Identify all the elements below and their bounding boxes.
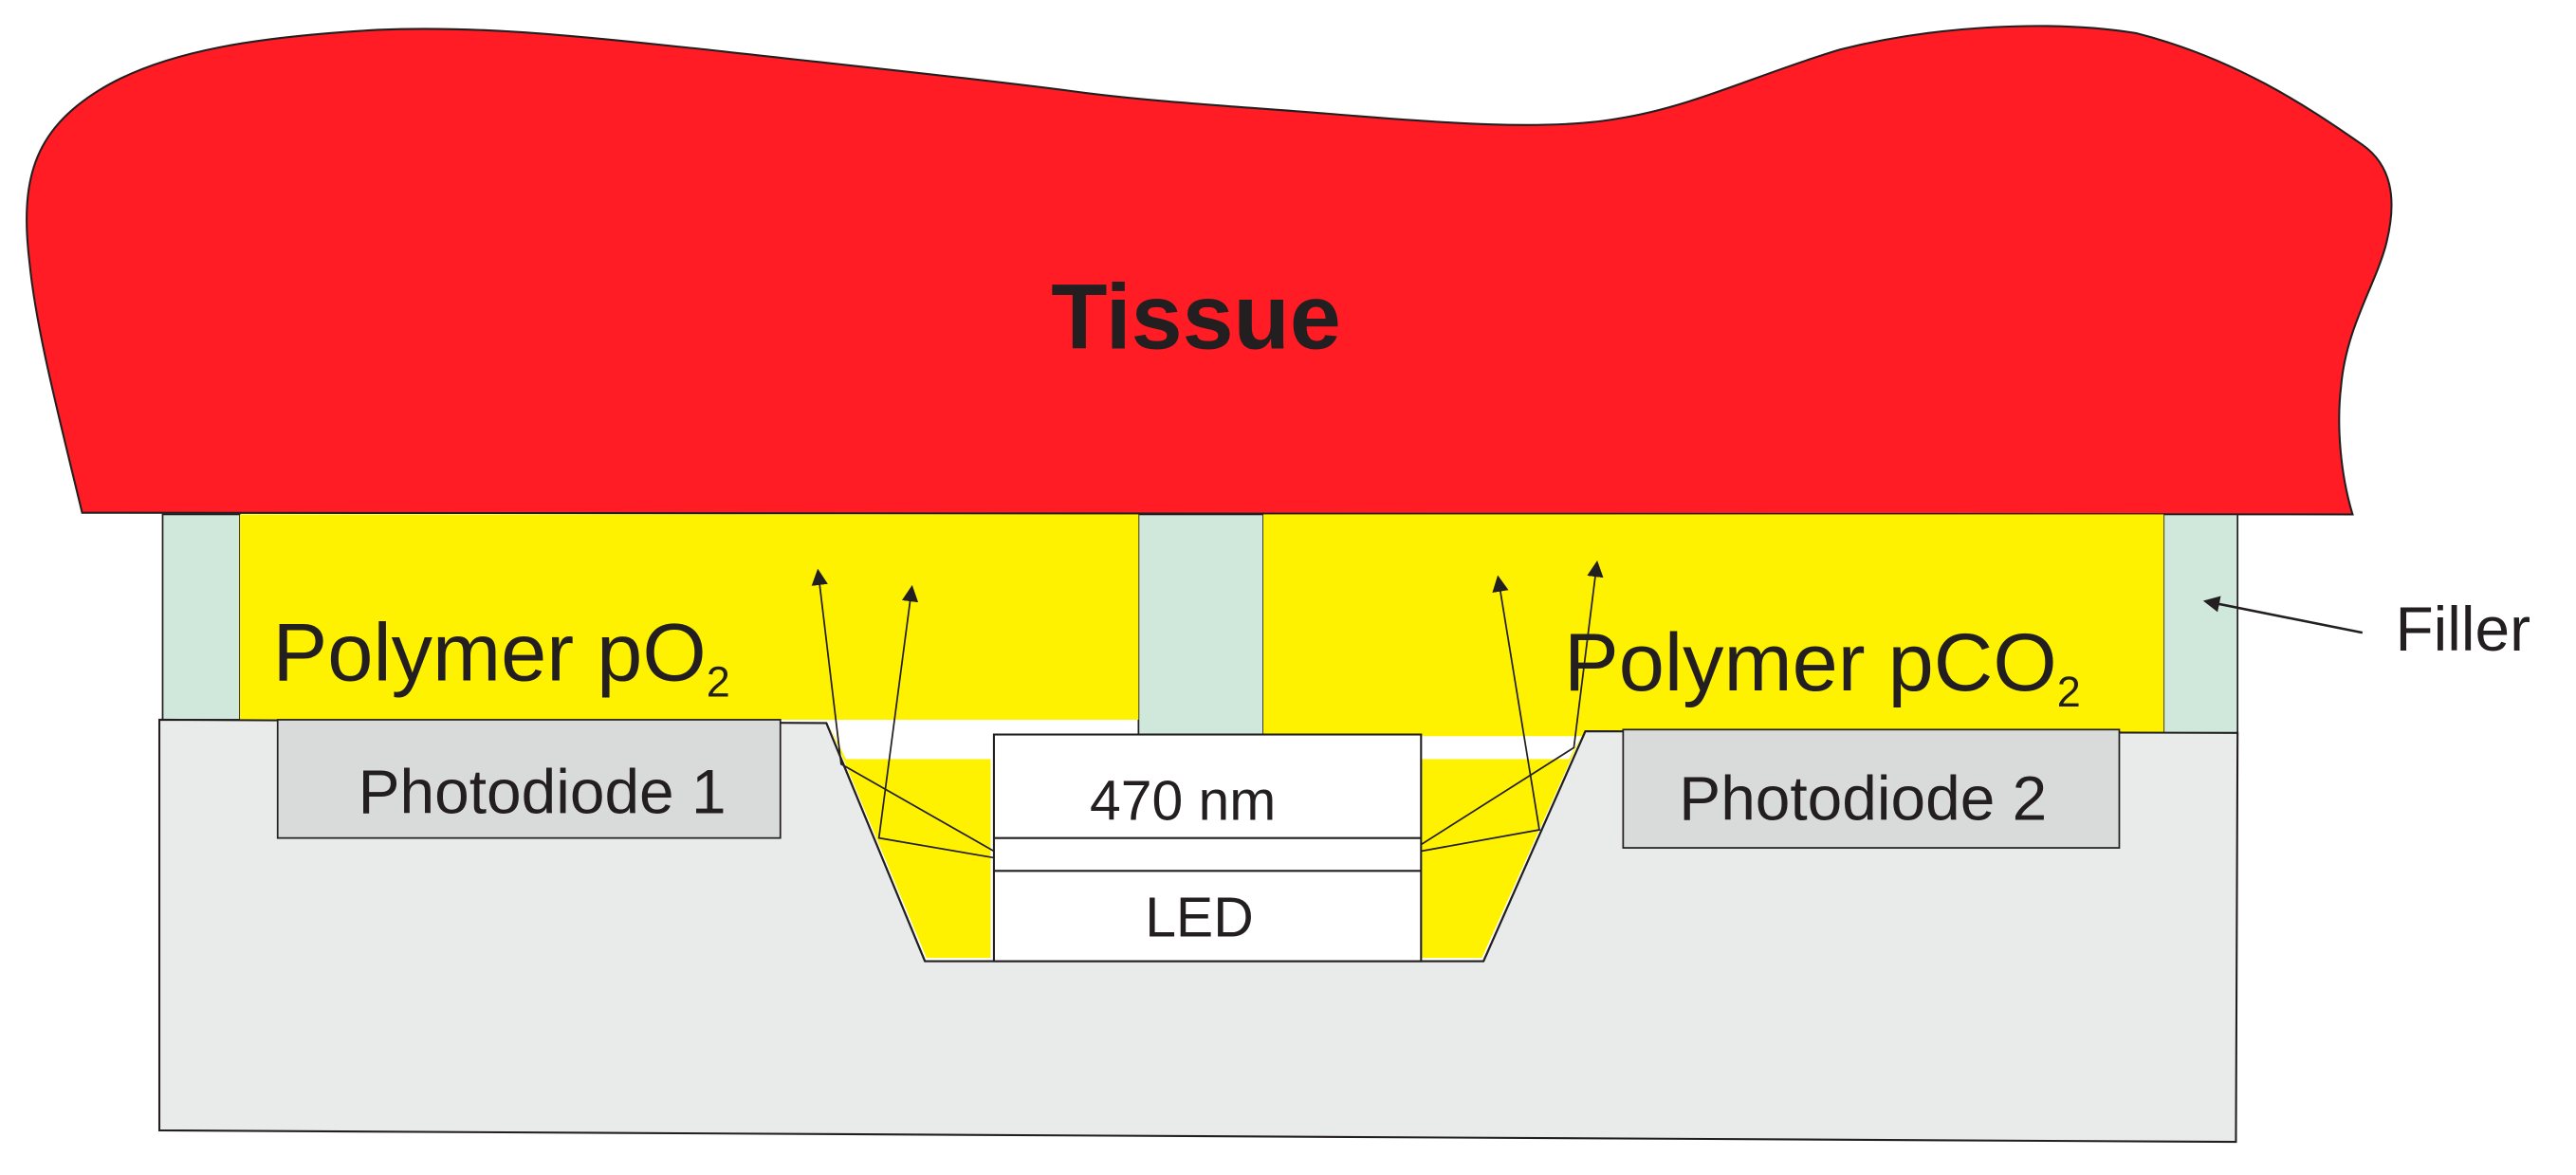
- trench-wall-left: [825, 723, 927, 962]
- polymer-pco2-text: Polymer pCO: [1564, 617, 2057, 708]
- photodiode-1-label: Photodiode 1: [359, 757, 727, 827]
- polymer-pco2-region: [1263, 514, 2164, 737]
- polymer-po2-label: Polymer pO2: [273, 607, 730, 706]
- trench-wall-right: [1482, 730, 1587, 962]
- filler-pointer-arrow: [2202, 596, 2364, 634]
- photodiode-1: [276, 719, 782, 839]
- polymer-trench-right: [1421, 734, 1583, 959]
- tissue-region: [26, 25, 2393, 516]
- filler-left: [161, 513, 241, 721]
- light-ray-right-2: [1420, 560, 1604, 846]
- led-label: LED: [1145, 888, 1254, 949]
- light-ray-left-2: [811, 568, 995, 853]
- polymer-trench: [829, 725, 991, 959]
- polymer-po2-region: [239, 514, 1139, 720]
- tissue-label: Tissue: [1051, 265, 1341, 368]
- polymer-pco2-subscript: 2: [2057, 668, 2081, 716]
- photodiode-2: [1622, 728, 2121, 849]
- filler-label: Filler: [2395, 594, 2530, 664]
- filler-middle: [1137, 513, 1264, 736]
- filler-right: [2162, 513, 2239, 736]
- photodiode-2-label: Photodiode 2: [1679, 763, 2047, 834]
- polymer-pco2-label: Polymer pCO2: [1564, 617, 2081, 716]
- polymer-po2-text: Polymer pO: [273, 607, 707, 698]
- light-ray-right-1: [1421, 575, 1541, 853]
- polymer-po2-subscript: 2: [707, 658, 730, 707]
- led-wavelength-label: 470 nm: [1090, 771, 1276, 833]
- led-block: [992, 733, 1423, 963]
- light-ray-left-1: [877, 584, 995, 859]
